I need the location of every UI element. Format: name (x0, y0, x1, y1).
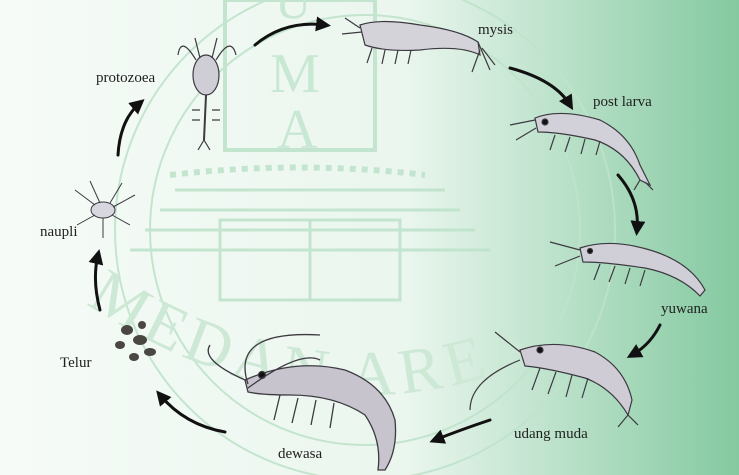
label-dewasa: dewasa (278, 446, 322, 463)
label-udang-muda: udang muda (514, 426, 588, 443)
label-telur: Telur (60, 355, 91, 372)
watermark-letter-a: A (277, 99, 318, 161)
label-yuwana: yuwana (661, 301, 708, 318)
label-naupli: naupli (40, 224, 78, 241)
label-mysis: mysis (478, 22, 513, 39)
watermark-letter-m: M (270, 43, 320, 105)
label-post-larva: post larva (593, 94, 652, 111)
label-protozoea: protozoea (96, 70, 155, 87)
